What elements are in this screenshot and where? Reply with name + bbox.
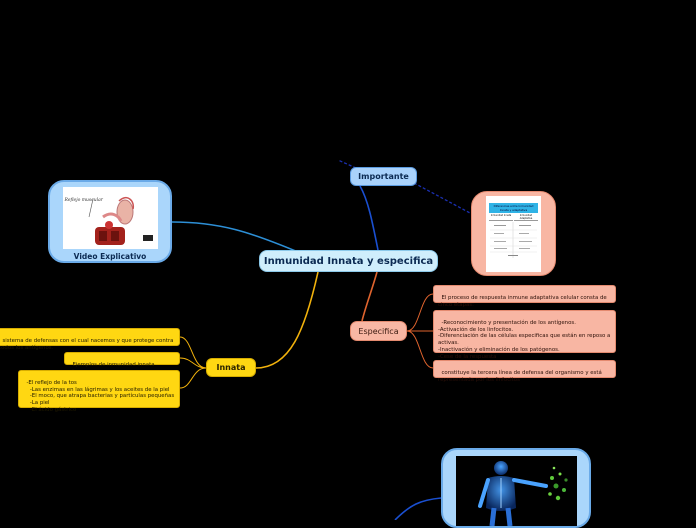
reflex-illustration-icon	[88, 197, 153, 245]
especifica-note-lista-text: -Reconocimiento y presentación de los an…	[438, 319, 611, 360]
central-topic[interactable]: Inmunidad Innata y especifica	[259, 250, 438, 272]
central-topic-label: Inmunidad Innata y especifica	[263, 255, 434, 267]
especifica-note-linfocitos[interactable]: constituye la tercera línea de defensa d…	[433, 360, 616, 383]
immune-body-image	[455, 456, 577, 526]
innata-note-sistema-text: sistema de defensas con el cual nacemos …	[0, 337, 176, 351]
link-central-video	[171, 221, 299, 253]
link-especifica-note1	[406, 293, 434, 332]
video-topic[interactable]: Reflejo muscular Video Explicativo	[48, 180, 172, 263]
link-innata-note2	[179, 357, 207, 369]
comparison-image-topic[interactable]: Diferencias entre Inmunidad Innata y ada…	[471, 191, 556, 276]
innata-note-lista[interactable]: -El reflejo de la tos -Las enzimas en la…	[18, 370, 180, 413]
especifica-note-etapas-text: El proceso de respuesta inmune adaptativ…	[438, 294, 609, 308]
link-especifica-note3	[406, 330, 434, 369]
innata-note-lista-text: -El reflejo de la tos -Las enzimas en la…	[26, 379, 175, 413]
especifica-note-etapas[interactable]: El proceso de respuesta inmune adaptativ…	[433, 285, 616, 308]
innata-note-sistema[interactable]: sistema de defensas con el cual nacemos …	[0, 328, 180, 351]
comparison-table-title: Diferencias entre Inmunidad Innata y ada…	[489, 202, 538, 213]
link-importante-table	[413, 182, 471, 214]
topic-innata[interactable]: Innata	[206, 358, 256, 377]
topic-importante[interactable]: Importante	[350, 167, 417, 186]
table-lines-icon	[490, 221, 537, 258]
topic-especifica[interactable]: Especifica	[350, 321, 407, 341]
topic-innata-label: Innata	[216, 363, 246, 372]
link-central-innata	[255, 271, 319, 369]
comparison-table-image: Diferencias entre Inmunidad Innata y ada…	[486, 195, 541, 272]
especifica-note-linfocitos-text: constituye la tercera línea de defensa d…	[438, 369, 604, 383]
comparison-col1: Inmunidad Innata	[489, 214, 513, 221]
link-central-especifica	[361, 271, 378, 322]
especifica-note-lista[interactable]: -Reconocimiento y presentación de los an…	[433, 310, 616, 360]
innata-note-ejemplos[interactable]: Ejemplos de inmunidad innata abarcan	[64, 352, 180, 375]
link-innata-note3	[179, 367, 207, 389]
topic-importante-label: Importante	[358, 172, 409, 181]
link-importante-offscreen	[337, 159, 357, 169]
link-central-importante	[359, 185, 379, 251]
human-body-icon	[477, 461, 568, 526]
body-image-topic[interactable]	[441, 448, 591, 528]
link-innata-note1	[179, 336, 207, 369]
topic-especifica-label: Especifica	[358, 326, 399, 336]
video-label: Video Explicativo	[73, 252, 147, 261]
video-thumbnail[interactable]: Reflejo muscular	[62, 187, 158, 249]
comparison-col2: Inmunidad Adaptativa	[514, 214, 538, 221]
link-body-image	[394, 497, 442, 520]
video-thumb-caption: Reflejo muscular	[64, 198, 103, 203]
